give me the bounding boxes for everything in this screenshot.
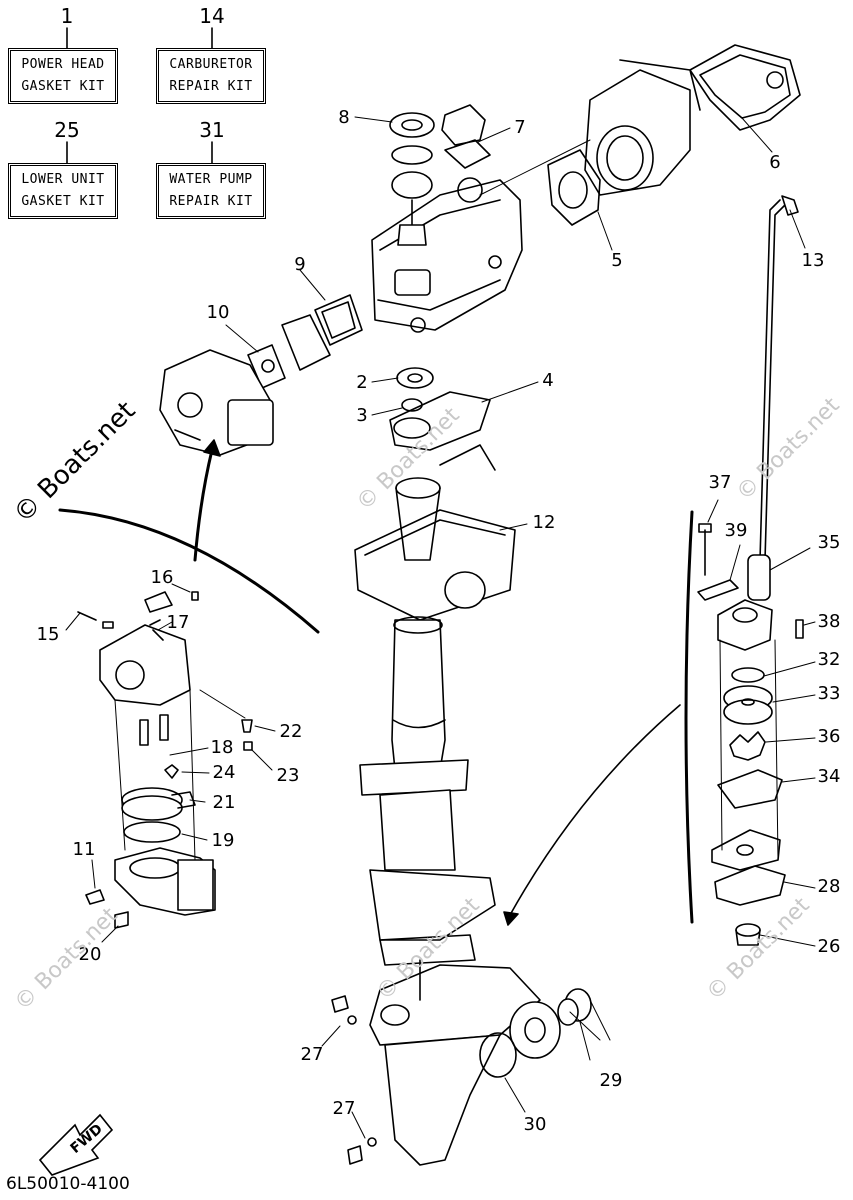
callout: 2: [356, 372, 367, 393]
callout: 30: [524, 1114, 547, 1135]
float-chamber[interactable]: [114, 847, 216, 916]
callout: 35: [818, 532, 841, 553]
kit-box-carburetor-repair[interactable]: CARBURETOR REPAIR KIT: [156, 48, 266, 104]
cylinder-head[interactable]: [584, 59, 701, 196]
kit-line2: GASKET KIT: [21, 194, 105, 209]
kit-box-power-head-gasket[interactable]: POWER HEAD GASKET KIT: [8, 48, 118, 104]
callout: 27: [333, 1098, 356, 1119]
plate-39[interactable]: [697, 579, 739, 601]
callout: 16: [151, 567, 174, 588]
gasket-6[interactable]: [689, 44, 801, 131]
gasket-4[interactable]: [389, 391, 491, 451]
callout: 24: [213, 762, 236, 783]
callout: 12: [533, 512, 556, 533]
callout: 39: [725, 520, 748, 541]
bolt-37[interactable]: [698, 523, 712, 576]
callout: 19: [212, 830, 235, 851]
callout: 4: [542, 370, 553, 391]
lower-case[interactable]: [369, 959, 541, 1166]
kit-line2: REPAIR KIT: [169, 79, 253, 94]
callout: 10: [207, 302, 230, 323]
callout: 28: [818, 876, 841, 897]
callout: 8: [338, 107, 349, 128]
grommet-35[interactable]: [747, 554, 771, 601]
callout: 38: [818, 611, 841, 632]
callout: 26: [818, 936, 841, 957]
callout: 27: [301, 1044, 324, 1065]
kit-line1: POWER HEAD: [21, 57, 105, 72]
gasket-28[interactable]: [714, 865, 786, 906]
gasket-19[interactable]: [123, 821, 181, 843]
insert-cartridge-33[interactable]: [723, 685, 773, 725]
callout: 11: [73, 839, 96, 860]
kit-line2: GASKET KIT: [21, 79, 105, 94]
callout: 7: [514, 117, 525, 138]
diagram-code: 6L50010-4100: [6, 1174, 130, 1194]
callout: 3: [356, 405, 367, 426]
callout: 20: [79, 944, 102, 965]
plug-27-upper[interactable]: [331, 995, 357, 1025]
impeller-36[interactable]: [729, 731, 766, 761]
callout: 36: [818, 726, 841, 747]
callout: 5: [611, 250, 622, 271]
plug-27-lower[interactable]: [347, 1137, 377, 1165]
small-parts[interactable]: [77, 591, 253, 929]
kit-line1: WATER PUMP: [169, 172, 253, 187]
kit-line1: LOWER UNIT: [21, 172, 105, 187]
outer-plate-34[interactable]: [717, 769, 783, 809]
carburetor-assembly[interactable]: [159, 349, 274, 456]
drive-shaft-housing[interactable]: [359, 616, 496, 966]
kit-box-water-pump-repair[interactable]: WATER PUMP REPAIR KIT: [156, 163, 266, 219]
kit-line2: REPAIR KIT: [169, 194, 253, 209]
kit-number-power-head: 1: [60, 4, 74, 28]
callout: 6: [769, 152, 780, 173]
upper-casing[interactable]: [354, 444, 516, 621]
kit-line1: CARBURETOR: [169, 57, 253, 72]
power-head-block[interactable]: [371, 177, 523, 333]
pump-housing[interactable]: [717, 599, 773, 651]
callout: 18: [211, 737, 234, 758]
kit-number-carburetor: 14: [199, 4, 225, 28]
kit-number-lower-unit: 25: [54, 118, 80, 142]
gasket-9[interactable]: [314, 294, 363, 346]
kit-box-lower-unit-gasket[interactable]: LOWER UNIT GASKET KIT: [8, 163, 118, 219]
callout-numbers: 8 7 6 5 13 9 10 2 4 3 12 16 15 17 22 18 …: [37, 107, 841, 1135]
callout: 13: [802, 250, 825, 271]
gasket-10[interactable]: [247, 314, 331, 389]
callout: 9: [294, 254, 305, 275]
carburetor-body[interactable]: [99, 591, 191, 706]
callout: 37: [709, 472, 732, 493]
callout: 33: [818, 683, 841, 704]
seal-26[interactable]: [735, 923, 761, 946]
gasket-5[interactable]: [547, 149, 601, 226]
callout: 29: [600, 1070, 623, 1091]
callout: 22: [280, 721, 303, 742]
callout: 21: [213, 792, 236, 813]
water-tube[interactable]: [759, 195, 799, 561]
propeller-shaft-housing[interactable]: [479, 988, 592, 1078]
cover-7[interactable]: [441, 104, 491, 169]
callout: 34: [818, 766, 841, 787]
callout: 32: [818, 649, 841, 670]
bearing-8[interactable]: [389, 112, 435, 246]
callout: 15: [37, 624, 60, 645]
kit-number-water-pump: 31: [199, 118, 225, 142]
callout: 17: [167, 612, 190, 633]
forward-arrow-icon: FWD: [38, 1113, 114, 1176]
o-ring-32[interactable]: [731, 667, 765, 683]
float-21[interactable]: [121, 787, 196, 821]
dowel-38[interactable]: [795, 619, 804, 639]
callout: 23: [277, 765, 300, 786]
oil-seal-2[interactable]: [396, 367, 434, 389]
